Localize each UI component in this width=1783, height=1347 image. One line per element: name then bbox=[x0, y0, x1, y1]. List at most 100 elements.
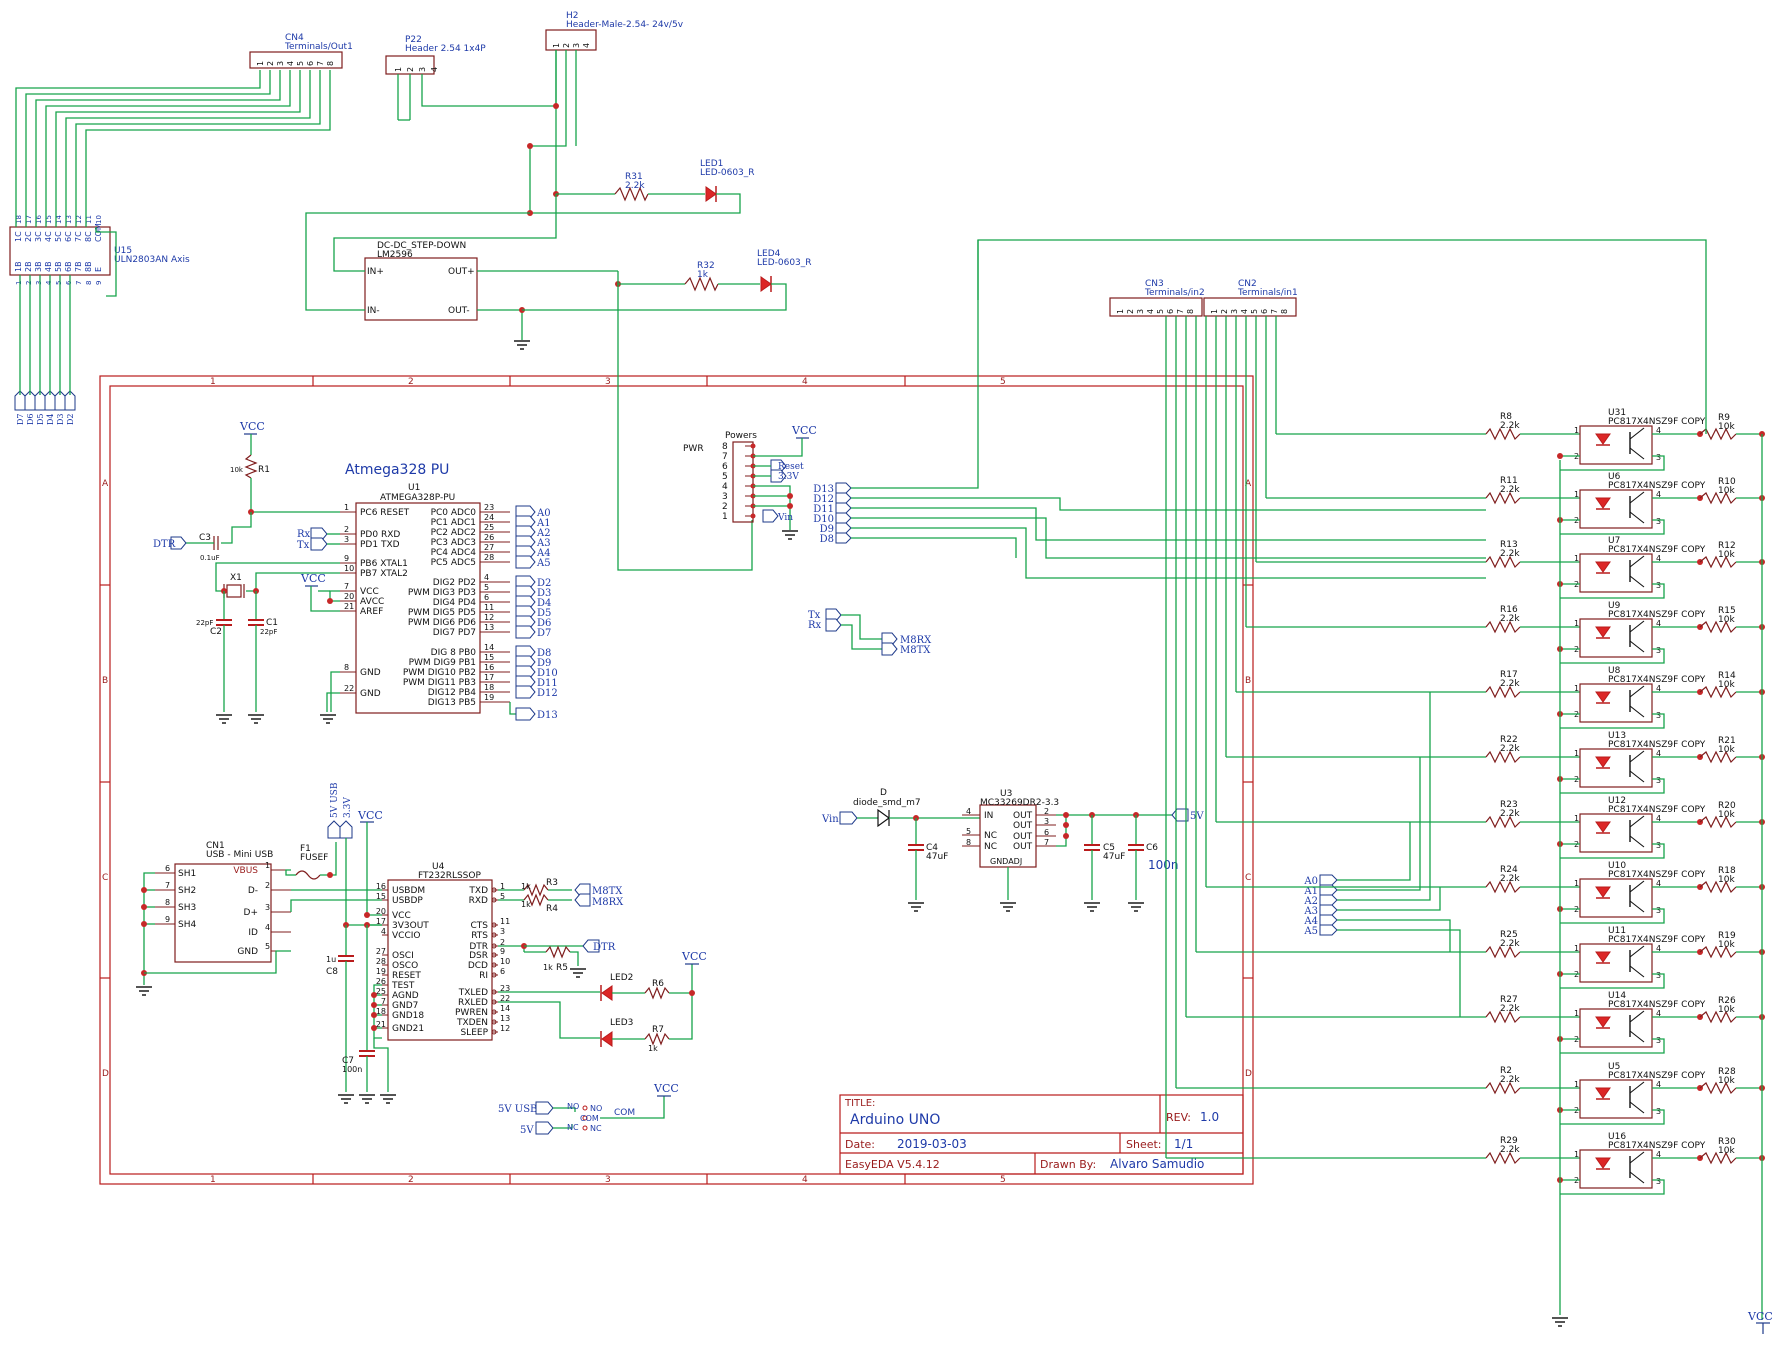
usb-rpin-num-3: 3 bbox=[265, 903, 270, 912]
cn3-name: Terminals/in2 bbox=[1144, 288, 1205, 298]
uln-top-num-8C: 11 bbox=[85, 215, 93, 224]
frame-row-left-C: C bbox=[102, 873, 108, 883]
powers-pin-6: 6 bbox=[722, 462, 728, 472]
uln-name: ULN2803AN Axis bbox=[114, 255, 190, 265]
dtr-net-label: DTR bbox=[153, 539, 176, 550]
cn3-terminal[interactable]: CN3 Terminals/in2 bbox=[1109, 279, 1205, 317]
opto-rleft-val-R25: 2.2k bbox=[1500, 939, 1520, 949]
dmid-flag-D11 bbox=[835, 502, 852, 514]
led3-ref: LED3 bbox=[610, 1018, 633, 1028]
mcu-net-D2: D2 bbox=[537, 578, 551, 589]
opto-rleft-ref-R16: R16 bbox=[1500, 605, 1518, 615]
cn2-ref: CN2 bbox=[1238, 279, 1257, 289]
powers-vin: Vin bbox=[777, 513, 793, 523]
mcu-pin-1: PC6 RESET bbox=[360, 508, 410, 518]
dmid-net-D9: D9 bbox=[820, 524, 834, 535]
opto-rleft-ref-R25: R25 bbox=[1500, 930, 1518, 940]
mcu-rpin-num-6: 6 bbox=[484, 593, 489, 602]
mcu-pin-num-21: 21 bbox=[344, 602, 354, 611]
tool-version: EasyEDA V5.4.12 bbox=[845, 1158, 940, 1171]
a-flag-A5 bbox=[1319, 924, 1338, 936]
opto-ref-U10: U10 bbox=[1608, 861, 1626, 871]
reg-5v: 5V bbox=[1190, 811, 1204, 822]
mcu-net-D7: D7 bbox=[537, 628, 551, 639]
opto-rleft-ref-R22: R22 bbox=[1500, 735, 1518, 745]
frame-col-bottom-1: 1 bbox=[210, 1175, 216, 1185]
regulator-section[interactable]: Vin D diode_smd_m7 C4 47uF U3 MC33269DR2… bbox=[821, 788, 1204, 912]
dmid-flag-D8 bbox=[835, 532, 852, 544]
opto-rright-ref-R10: R10 bbox=[1718, 477, 1736, 487]
mcu-body[interactable] bbox=[355, 502, 481, 714]
c5-ref: C5 bbox=[1103, 843, 1115, 853]
sw-no-1: NO bbox=[567, 1102, 579, 1111]
cn3-pin-4: 4 bbox=[1146, 309, 1155, 314]
ft-rpin-num-10: 10 bbox=[500, 957, 510, 966]
mcu-rpin-17: PWM DIG11 PB3 bbox=[403, 678, 476, 688]
opto-ref-U9: U9 bbox=[1608, 601, 1621, 611]
mcu-net-D12: D12 bbox=[537, 688, 558, 699]
sheet-value: 1/1 bbox=[1174, 1137, 1193, 1151]
opto-rleft-val-R2: 2.2k bbox=[1500, 1075, 1520, 1085]
cn2-terminal[interactable]: CN2 Terminals/in1 bbox=[1203, 279, 1298, 317]
powers-pin-5: 5 bbox=[722, 472, 728, 482]
h2-name: Header-Male-2.54- 24v/5v bbox=[566, 20, 684, 30]
h2-pin-3: 3 bbox=[572, 43, 581, 48]
mcu-net-A3: A3 bbox=[536, 538, 551, 549]
opto-pin3-U9: 3 bbox=[1656, 646, 1661, 655]
mcu-rpin-num-24: 24 bbox=[484, 513, 494, 522]
reg-rpin-num-6: 6 bbox=[1044, 828, 1049, 837]
opto-rleft-ref-R2: R2 bbox=[1500, 1066, 1512, 1076]
opto-rright-ref-R18: R18 bbox=[1718, 866, 1736, 876]
usb-connector[interactable]: CN1 USB - Mini USB 6SH17SH28SH39SH41VBUS… bbox=[135, 782, 382, 996]
uln-bot-pin-E: E bbox=[94, 267, 103, 272]
mcu-rpin-num-27: 27 bbox=[484, 543, 494, 552]
opto-ref-U5: U5 bbox=[1608, 1062, 1620, 1072]
opto-ref-U8: U8 bbox=[1608, 666, 1621, 676]
sw-com-1: COM bbox=[580, 1114, 599, 1123]
powers-pin-8: 8 bbox=[722, 442, 728, 452]
uln-bot-num-E: 9 bbox=[95, 281, 103, 285]
power-switch[interactable]: 5V USB 5V NO NC NO COM NC COM VCC bbox=[498, 1082, 679, 1136]
reg-lpin-5-1: NC bbox=[984, 831, 997, 841]
ft-lpin-num-20: 20 bbox=[376, 907, 386, 916]
cn2-pin-2: 2 bbox=[1220, 309, 1229, 314]
dcdc-module[interactable]: DC-DC_STEP-DOWN LM2596 IN+ IN- OUT+ OUT-… bbox=[305, 194, 812, 571]
a-net-A0: A0 bbox=[1303, 876, 1318, 887]
cn4-pin-6: 6 bbox=[306, 61, 315, 66]
r5-value: 1k bbox=[543, 963, 553, 972]
rev-value: 1.0 bbox=[1200, 1110, 1219, 1124]
opto-rright-val-R19: 10k bbox=[1718, 940, 1735, 950]
ft-ref: U4 bbox=[432, 862, 445, 872]
r31-led1[interactable]: R31 2.2k LED1 LED-0603_R bbox=[527, 159, 755, 216]
opto-part-U11: PC817X4NSZ9F COPY bbox=[1608, 935, 1706, 945]
opto-rright-ref-R30: R30 bbox=[1718, 1137, 1736, 1147]
opto-pin4-U14: 4 bbox=[1656, 1009, 1661, 1018]
rx-mid: Rx bbox=[808, 620, 822, 631]
input-wires bbox=[851, 240, 1486, 1158]
ft-rpin-num-11: 11 bbox=[500, 917, 510, 926]
opto-pin3-U16: 3 bbox=[1656, 1177, 1661, 1186]
mcu-rpin-num-19: 19 bbox=[484, 693, 494, 702]
opto-ref-U12: U12 bbox=[1608, 796, 1626, 806]
mcu-net-D8: D8 bbox=[537, 648, 551, 659]
uln-top-num-6C: 13 bbox=[65, 215, 73, 224]
